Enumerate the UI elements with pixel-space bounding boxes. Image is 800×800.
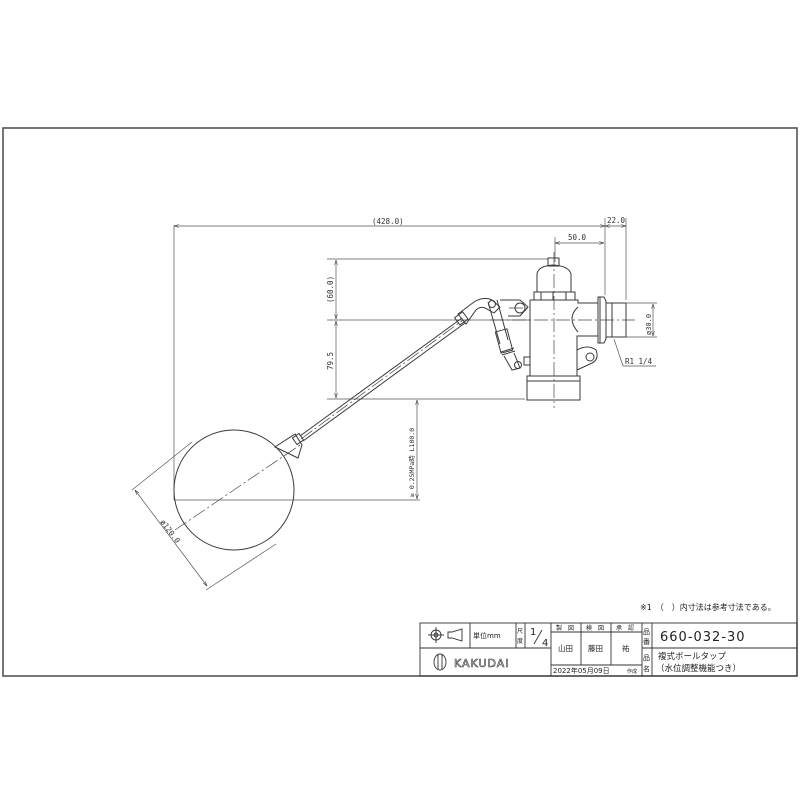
brand-name: KAKUDAI: [454, 657, 510, 670]
date-suffix: 作成: [627, 668, 637, 675]
projection-symbol-icon: [428, 627, 463, 643]
drawn-label: 製 図: [556, 624, 574, 632]
valve-body: [490, 252, 635, 408]
float-ball: [173, 429, 305, 551]
svg-text:(60.0): (60.0): [326, 276, 335, 303]
dim-outlet-length: 22.0: [604, 216, 627, 300]
dim-float-diameter: ø120.0: [131, 441, 277, 591]
title-block: 単位mm 尺 度 1 4 KAKUDAI 製 図 検 図 承 認 山田 藤田 祐…: [419, 622, 798, 677]
part-name-label-2: 名: [643, 664, 650, 673]
svg-text:≥ 0.25MPa時 L100.0: ≥ 0.25MPa時 L100.0: [408, 428, 416, 497]
drawn-by: 山田: [558, 643, 573, 653]
dim-body-offset: 50.0: [554, 233, 604, 262]
svg-text:ø30.0: ø30.0: [645, 314, 653, 335]
part-name-label: 品: [643, 654, 650, 662]
checked-by: 藤田: [588, 643, 603, 653]
scale-label-2: 度: [517, 637, 523, 645]
svg-text:ø120.0: ø120.0: [158, 518, 182, 545]
float-arm: [299, 297, 501, 442]
svg-text:79.5: 79.5: [326, 352, 335, 370]
svg-text:R1 1/4: R1 1/4: [625, 357, 653, 366]
part-name-line2: （水位調整機能つき）: [656, 663, 741, 674]
unit-label: 単位mm: [473, 631, 501, 640]
kakudai-logo-icon: [433, 653, 447, 671]
checked-label: 検 図: [586, 624, 604, 632]
approved-label: 承 認: [616, 624, 634, 632]
svg-text:(428.0): (428.0): [372, 217, 404, 226]
drawing-frame: [2, 127, 798, 677]
svg-text:50.0: 50.0: [568, 233, 587, 242]
svg-text:22.0: 22.0: [607, 216, 626, 225]
scale-label: 尺: [517, 628, 523, 635]
part-name-line1: 複式ボールタップ: [658, 651, 727, 662]
dim-overall-length: (428.0): [173, 217, 605, 500]
dim-pressure-level: ≥ 0.25MPa時 L100.0: [174, 400, 420, 501]
thread-leader: R1 1/4: [613, 338, 656, 367]
part-number: 660-032-30: [660, 630, 746, 645]
dim-heights: (60.0) 79.5: [326, 258, 548, 400]
part-no-label-2: 番: [643, 638, 650, 646]
scale-numerator: 1: [530, 627, 536, 638]
part-no-label: 品: [643, 628, 650, 636]
reference-note: ※1 （ ）内寸法は参考寸法である。: [640, 602, 776, 612]
scale-denominator: 4: [542, 638, 548, 649]
drawing-date: 2022年05月09日: [553, 666, 610, 675]
approved-by: 祐: [622, 643, 630, 653]
dim-pipe-diameter: ø30.0: [626, 302, 657, 338]
lever-linkage: [487, 299, 531, 371]
